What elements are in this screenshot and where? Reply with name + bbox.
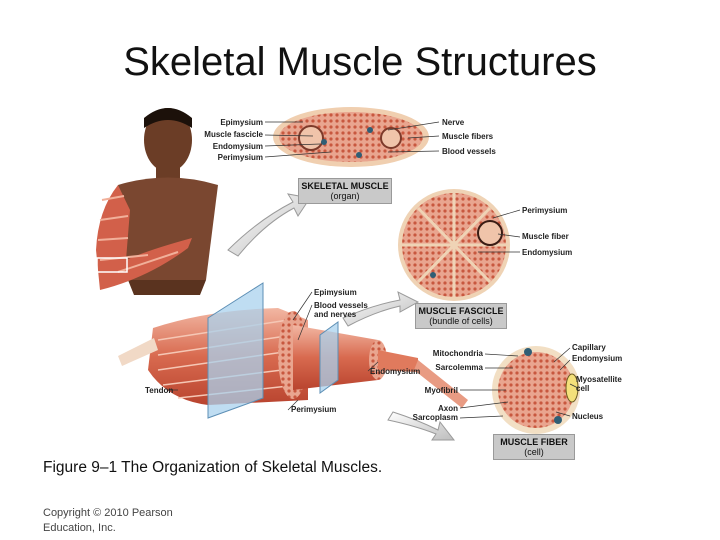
label-perimysium-top: Perimysium <box>217 153 263 162</box>
label-myosatellite-1: Myosatellite <box>576 375 622 384</box>
slide-title: Skeletal Muscle Structures <box>123 40 597 84</box>
fascicle-cross-section <box>398 189 510 301</box>
skeletal-muscle-box: SKELETAL MUSCLE (organ) <box>298 178 392 204</box>
label-blood-vessels: Blood vessels <box>442 147 496 156</box>
skeletal-muscle-box-sub: (organ) <box>330 191 360 201</box>
muscle-longitudinal <box>118 282 468 419</box>
muscle-fiber-box-sub: (cell) <box>524 447 544 457</box>
label-endomysium-top: Endomysium <box>212 142 263 151</box>
muscle-fiber-box-title: MUSCLE FIBER <box>500 437 568 447</box>
label-endomysium-low: Endomysium <box>370 367 421 376</box>
label-blood-vessels-nerves-2: and nerves <box>314 310 357 319</box>
label-nerve: Nerve <box>442 118 465 127</box>
label-endomysium-fiber: Endomysium <box>572 354 623 363</box>
label-epimysium-mid: Epimysium <box>314 288 357 297</box>
label-sarcolemma: Sarcolemma <box>435 363 483 372</box>
copyright-notice: Copyright © 2010 Pearson Education, Inc. <box>43 507 173 534</box>
organ-cross-section <box>273 107 429 167</box>
muscle-organization-figure: SKELETAL MUSCLE (organ) MUSCLE FASCICLE … <box>88 100 622 462</box>
figure-illustration <box>96 107 580 441</box>
label-sarcoplasm: Sarcoplasm <box>412 413 458 422</box>
fiber-cross-section <box>492 346 580 434</box>
label-mitochondria: Mitochondria <box>432 349 483 358</box>
label-myofibril: Myofibril <box>424 386 458 395</box>
label-perimysium-low: Perimysium <box>291 405 337 414</box>
muscle-fiber-box: MUSCLE FIBER (cell) <box>493 434 575 460</box>
label-epimysium-top: Epimysium <box>220 118 263 127</box>
label-tendon: Tendon <box>145 386 174 395</box>
label-muscle-fibers: Muscle fibers <box>442 132 494 141</box>
muscle-fascicle-box-title: MUSCLE FASCICLE <box>418 306 504 316</box>
skeletal-muscle-box-title: SKELETAL MUSCLE <box>301 181 389 191</box>
label-myosatellite-2: cell <box>576 384 590 393</box>
arm-muscle <box>96 185 192 290</box>
label-capillary: Capillary <box>572 343 606 352</box>
label-axon: Axon <box>438 404 458 413</box>
leader-lines <box>168 121 579 419</box>
label-muscle-fiber: Muscle fiber <box>522 232 569 241</box>
muscle-fascicle-box: MUSCLE FASCICLE (bundle of cells) <box>415 303 507 329</box>
label-perimysium-mid: Perimysium <box>522 206 568 215</box>
label-nucleus: Nucleus <box>572 412 604 421</box>
label-endomysium-mid: Endomysium <box>522 248 573 257</box>
label-muscle-fascicle: Muscle fascicle <box>204 130 263 139</box>
label-blood-vessels-nerves-1: Blood vessels <box>314 301 368 310</box>
figure-caption: Figure 9–1 The Organization of Skeletal … <box>43 459 383 476</box>
muscle-fascicle-box-sub: (bundle of cells) <box>429 316 493 326</box>
